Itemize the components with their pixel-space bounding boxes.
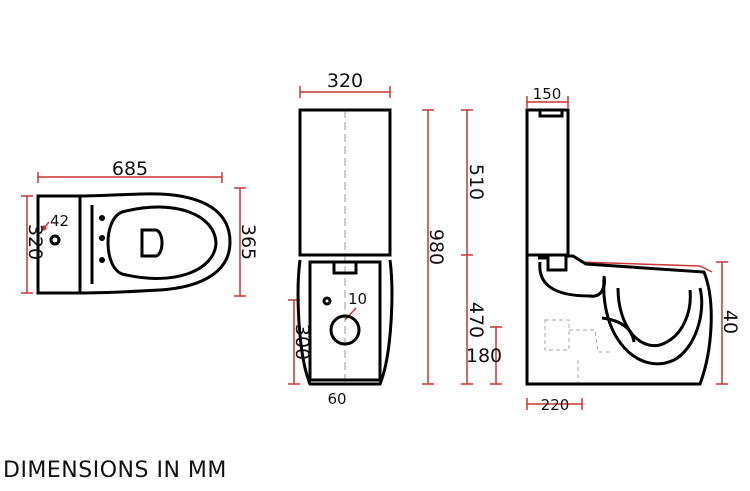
dim-42: 42: [50, 212, 69, 230]
side-view-dimension-lines: [490, 96, 728, 410]
dimensions-caption: DIMENSIONS IN MM: [3, 458, 227, 483]
dim-300: 300: [291, 324, 313, 360]
side-view: 150 180 220 40: [466, 85, 741, 414]
top-view-outline: [36, 192, 232, 295]
dim-980: 980: [425, 229, 447, 265]
dim-320-top: 320: [24, 224, 46, 260]
front-view-outline: [296, 108, 394, 386]
dim-40: 40: [719, 310, 741, 334]
side-view-hidden-lines: [544, 319, 610, 384]
dim-320-front: 320: [327, 70, 363, 92]
dim-510: 510: [465, 164, 487, 200]
dim-150: 150: [533, 85, 562, 103]
top-view: 685 320 365 42: [21, 158, 259, 297]
dim-470: 470: [465, 302, 487, 338]
height-dimensions: 510 470: [461, 109, 487, 385]
top-view-dimension-lines: [21, 172, 246, 297]
dim-365: 365: [237, 224, 259, 260]
front-view: 320 980 300 60 10: [288, 70, 447, 408]
dim-220: 220: [541, 396, 570, 414]
dim-685: 685: [112, 158, 148, 180]
top-view-fixing-holes: [99, 215, 105, 263]
dim-10: 10: [348, 290, 367, 308]
side-view-outline: [525, 108, 713, 386]
dim-60: 60: [327, 390, 346, 408]
hole-marker: [41, 225, 47, 231]
dim-180: 180: [466, 345, 502, 367]
